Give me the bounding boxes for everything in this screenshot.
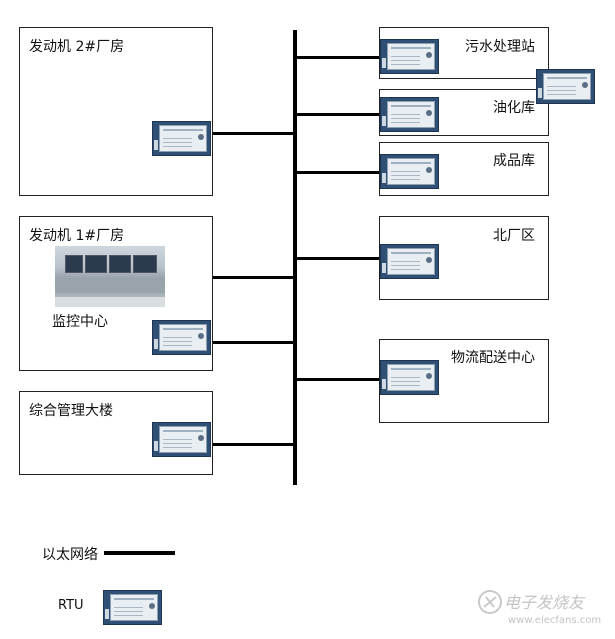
link-oil <box>295 113 380 116</box>
link-north <box>295 257 380 260</box>
label-plant2: 发动机 2#厂房 <box>29 39 125 55</box>
rtu-icon-oil <box>380 97 439 132</box>
watermark-url: www.elecfans.com <box>508 615 602 626</box>
link-sewage <box>295 56 380 59</box>
label-north: 北厂区 <box>493 228 535 244</box>
rtu-icon-north <box>380 244 439 279</box>
label-admin: 综合管理大楼 <box>29 403 113 419</box>
legend-ethernet-line <box>104 551 175 555</box>
watermark-text: 电子发烧友 <box>504 593 585 612</box>
elecfans-watermark: 电子发烧友 www.elecfans.com <box>470 585 610 635</box>
legend-rtu-icon <box>103 590 162 625</box>
link-monitor <box>165 276 295 279</box>
link-product <box>295 171 380 174</box>
link-logistics <box>295 378 380 381</box>
box-plant2: 发动机 2#厂房 <box>19 27 213 196</box>
link-admin <box>212 443 295 446</box>
link-plant1 <box>212 341 295 344</box>
label-logistics: 物流配送中心 <box>451 350 535 366</box>
monitor-center-photo <box>55 246 165 307</box>
label-oil: 油化库 <box>493 100 535 116</box>
rtu-icon-logistics <box>380 360 439 395</box>
rtu-icon-sewage-extra <box>536 69 595 104</box>
label-product: 成品库 <box>493 153 535 169</box>
rtu-icon-product <box>380 154 439 189</box>
rtu-icon-sewage <box>380 39 439 74</box>
legend-rtu-label: RTU <box>58 598 84 613</box>
legend-ethernet-label: 以太网络 <box>42 547 98 563</box>
label-plant1: 发动机 1#厂房 <box>29 228 125 244</box>
elecfans-logo-icon <box>478 590 502 614</box>
label-sewage: 污水处理站 <box>465 39 535 55</box>
link-plant2 <box>212 132 295 135</box>
rtu-icon-plant2 <box>152 121 211 156</box>
rtu-icon-plant1 <box>152 320 211 355</box>
rtu-icon-admin <box>152 422 211 457</box>
label-monitor: 监控中心 <box>52 314 108 330</box>
